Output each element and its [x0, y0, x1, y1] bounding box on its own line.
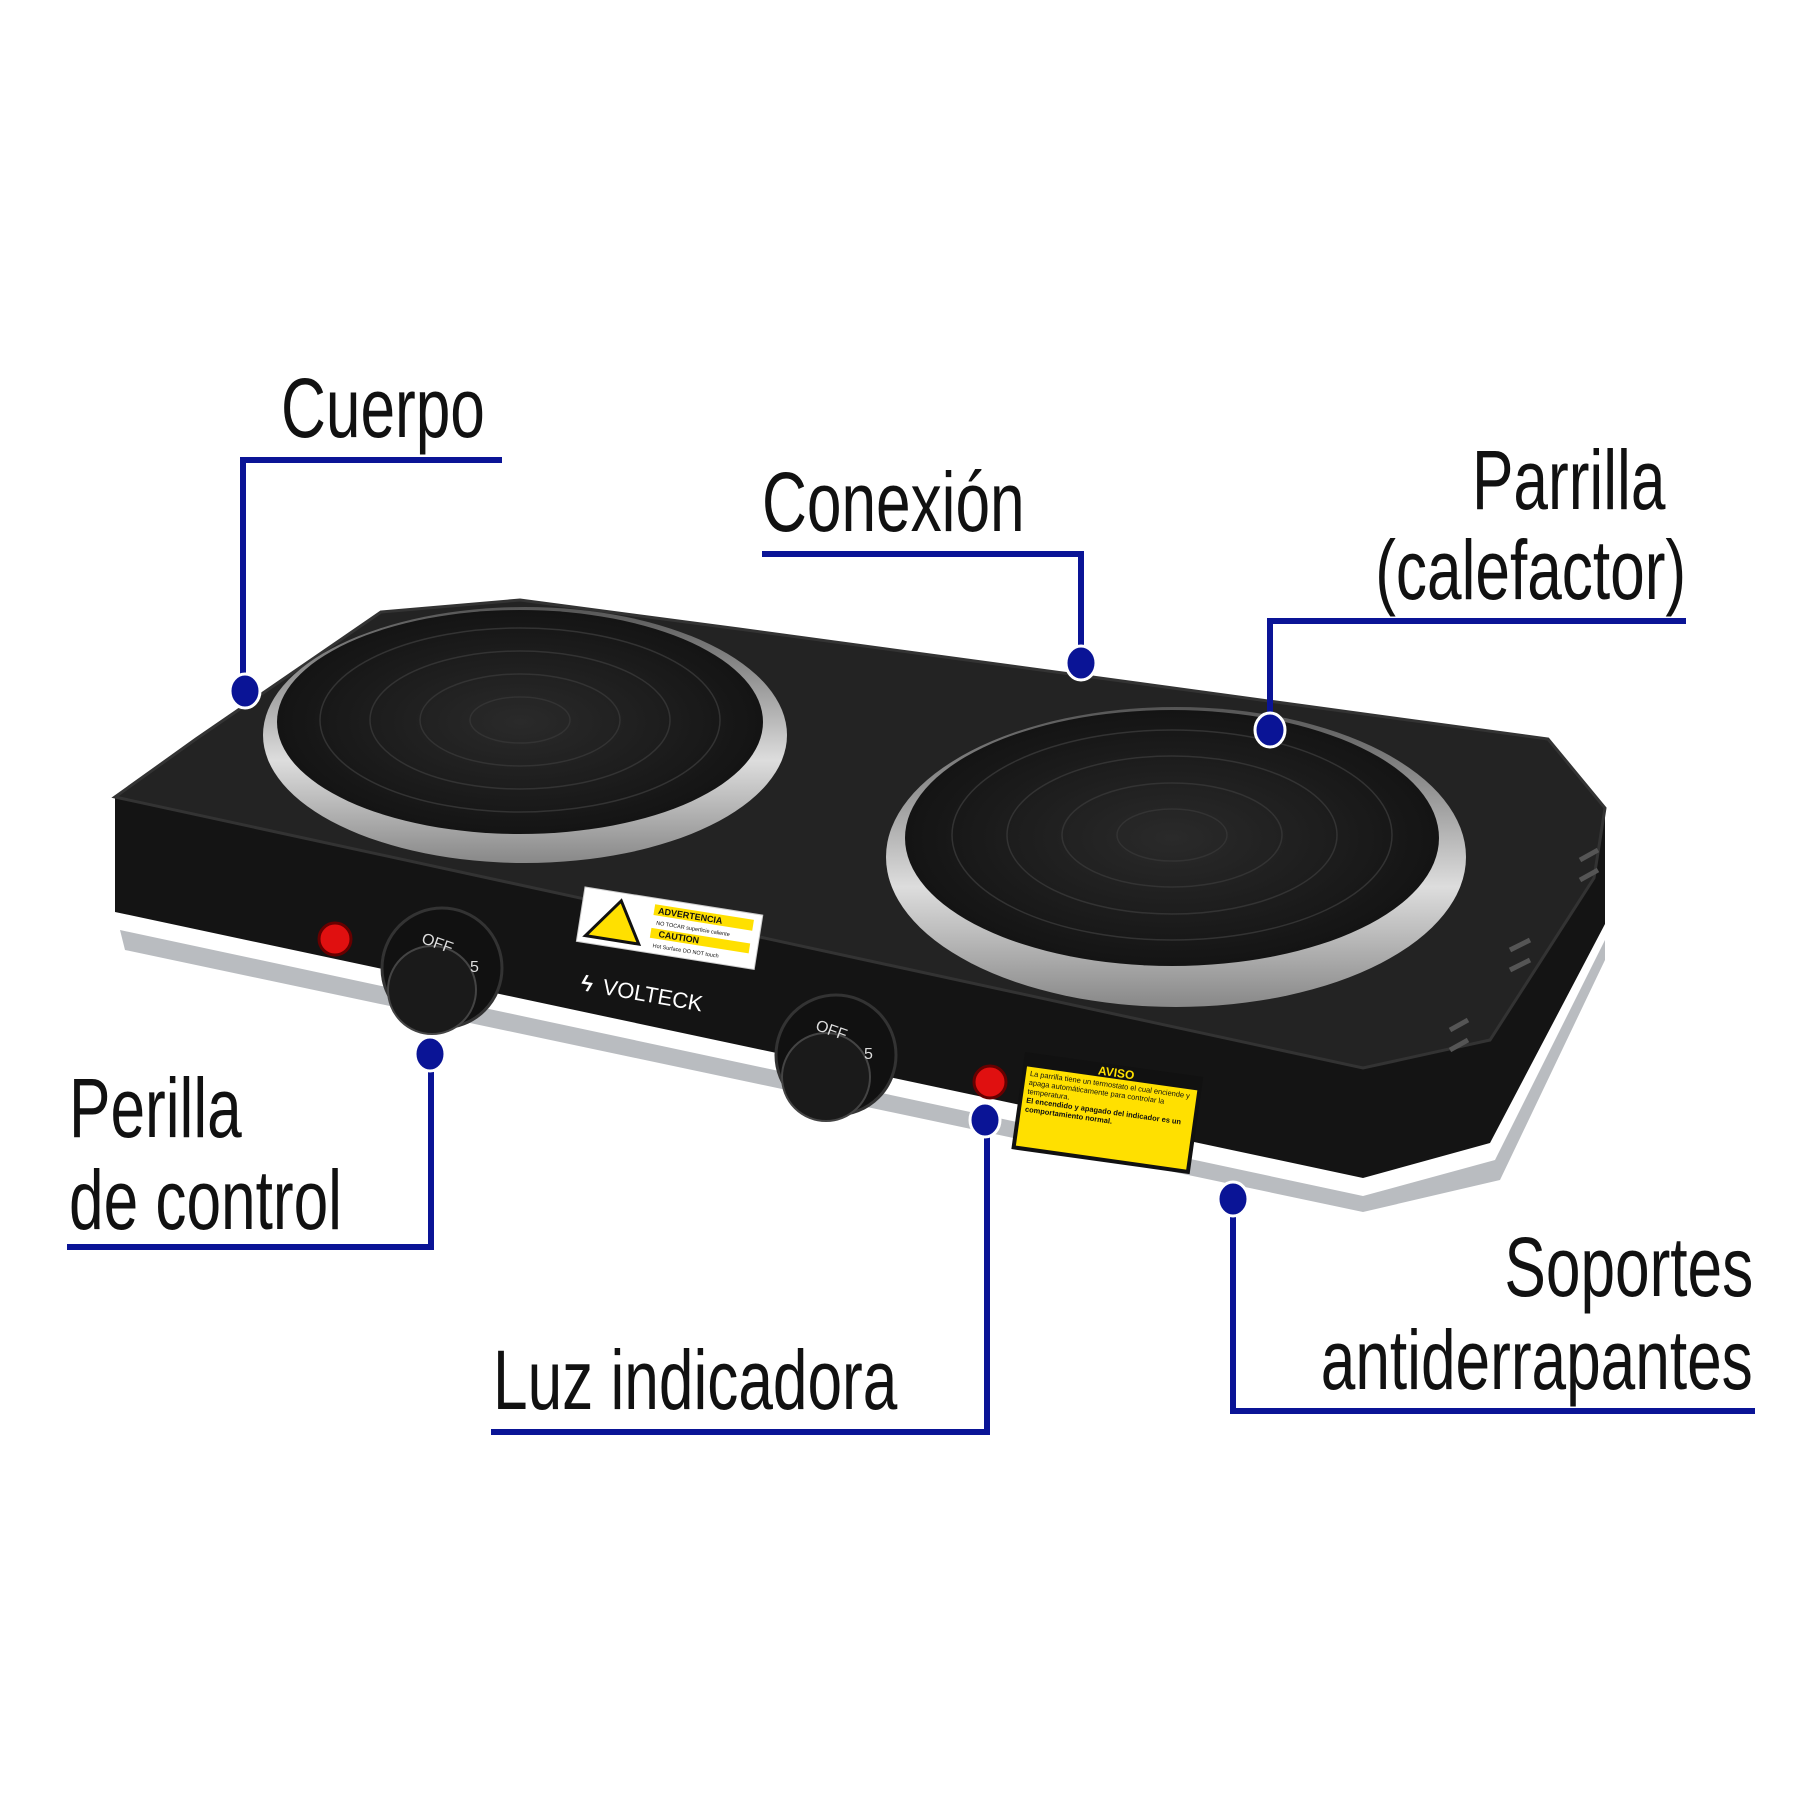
label-soportes-line2: antiderrapantes — [1321, 1313, 1753, 1407]
label-conexion: Conexión — [762, 455, 1025, 549]
callout-parrilla-dot — [1253, 711, 1287, 749]
callout-luz-dot — [968, 1101, 1002, 1139]
label-parrilla-line2: (calefactor) — [1375, 523, 1686, 617]
label-cuerpo: Cuerpo — [281, 361, 485, 455]
indicator-light-left — [317, 921, 353, 957]
callout-perilla-line — [67, 1054, 434, 1250]
callout-luz-line — [491, 1120, 990, 1435]
control-knob-right: OFF 5 — [774, 993, 898, 1122]
knob-max-mark: 5 — [864, 1046, 873, 1063]
vents — [1448, 847, 1600, 1053]
callout-cuerpo-dot — [228, 672, 262, 710]
knob-max-mark: 5 — [470, 959, 479, 976]
anti-slip-base — [120, 930, 1605, 1212]
burner-right — [886, 707, 1466, 1007]
label-perilla-line2: de control — [69, 1153, 342, 1247]
callout-soportes-dot — [1216, 1180, 1250, 1218]
label-parrilla-line1: Parrilla — [1471, 433, 1665, 527]
callout-conexion-line — [762, 551, 1084, 663]
warning-sticker: ADVERTENCIA NO TOCAR superficie caliente… — [575, 886, 764, 971]
callout-perilla-dot — [413, 1035, 447, 1073]
aviso-title: AVISO — [1097, 1063, 1135, 1082]
aviso-sticker: AVISO La parrilla tiene un termostato el… — [1011, 1052, 1204, 1175]
callout-conexion-dot — [1064, 644, 1098, 682]
burner-left — [263, 607, 787, 863]
callout-lines — [67, 457, 1755, 1435]
indicator-light-right — [972, 1064, 1008, 1100]
label-perilla-line1: Perilla — [69, 1061, 242, 1155]
callout-dots — [228, 644, 1287, 1218]
label-soportes-line1: Soportes — [1504, 1220, 1753, 1314]
body-front — [115, 797, 1605, 1178]
callout-cuerpo-line — [240, 457, 502, 691]
callout-parrilla-line — [1267, 618, 1686, 730]
label-luz-indicadora: Luz indicadora — [493, 1333, 898, 1427]
volteck-bolt-icon: ϟ — [579, 970, 595, 997]
control-knob-left: OFF 5 — [380, 906, 504, 1035]
callout-soportes-line — [1230, 1199, 1755, 1414]
